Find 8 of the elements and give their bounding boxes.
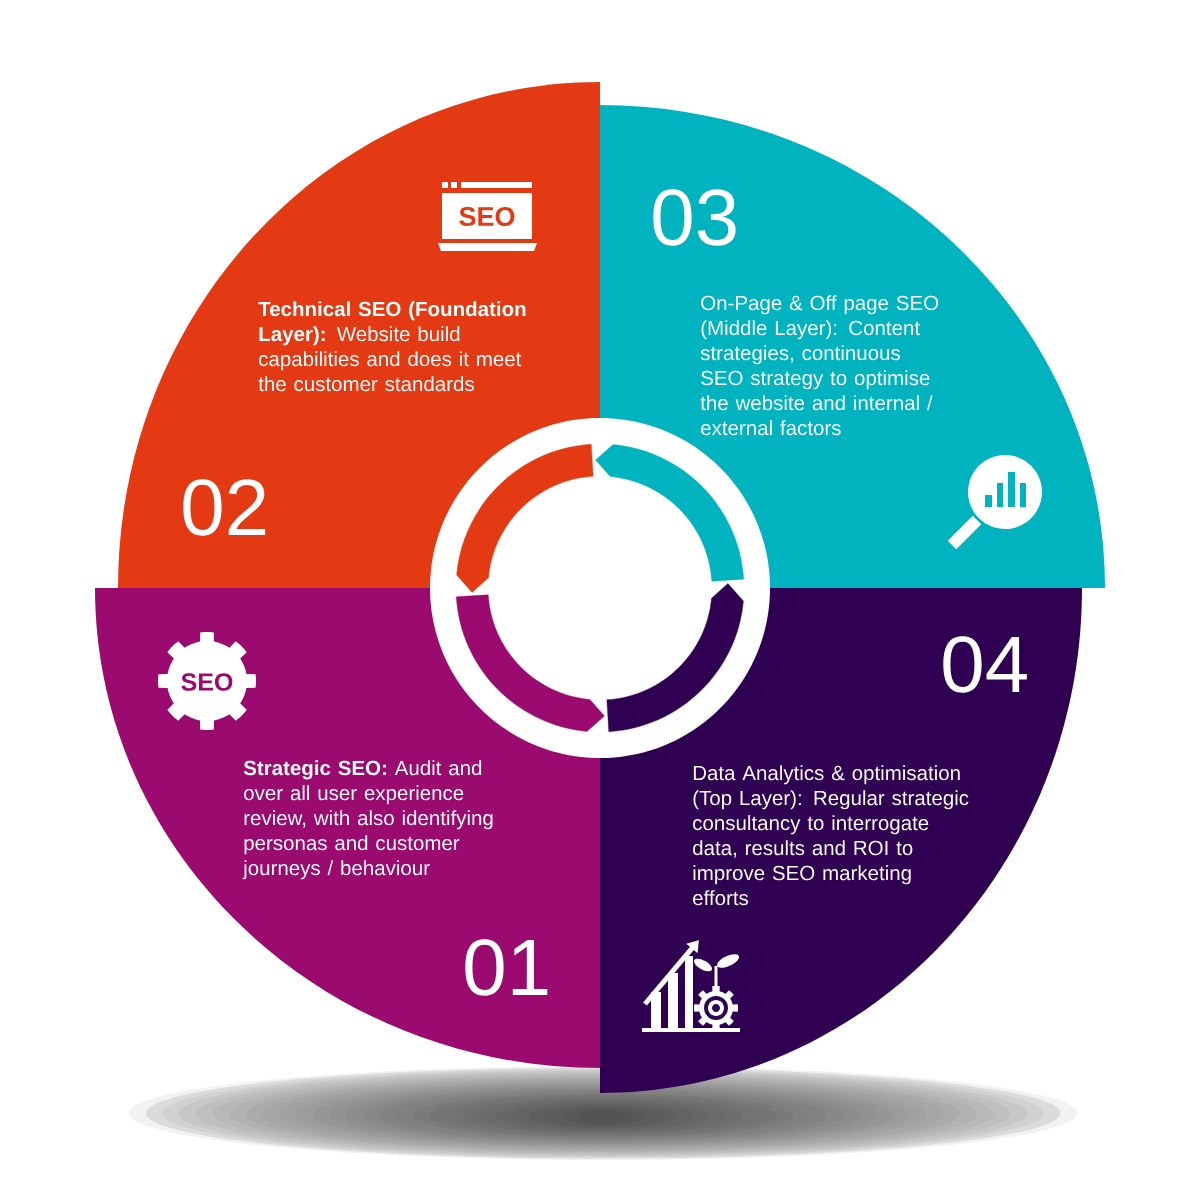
description-text: Data Analytics & optimisation (Top Layer): Regular strategic consultancy to interrogate data, results and ROI to improve SEO marketing efforts bbox=[693, 765, 969, 906]
step-number: 02 bbox=[183, 479, 266, 536]
step-number: 03 bbox=[653, 189, 736, 246]
step-number: 04 bbox=[943, 636, 1027, 693]
step-number: 01 bbox=[465, 939, 548, 996]
description-text: Strategic SEO: Audit and over all user experience review, with also identifying personas and customer journeys / behaviour bbox=[242, 760, 493, 880]
description-text: Technical SEO (Foundation Layer): Website build capabilities and does it meet the customer standards bbox=[258, 301, 526, 392]
description-text: On-Page & Off page SEO (Middle Layer): Content strategies, continuous SEO strategy to optimise the website and internal / external factors bbox=[700, 295, 939, 436]
